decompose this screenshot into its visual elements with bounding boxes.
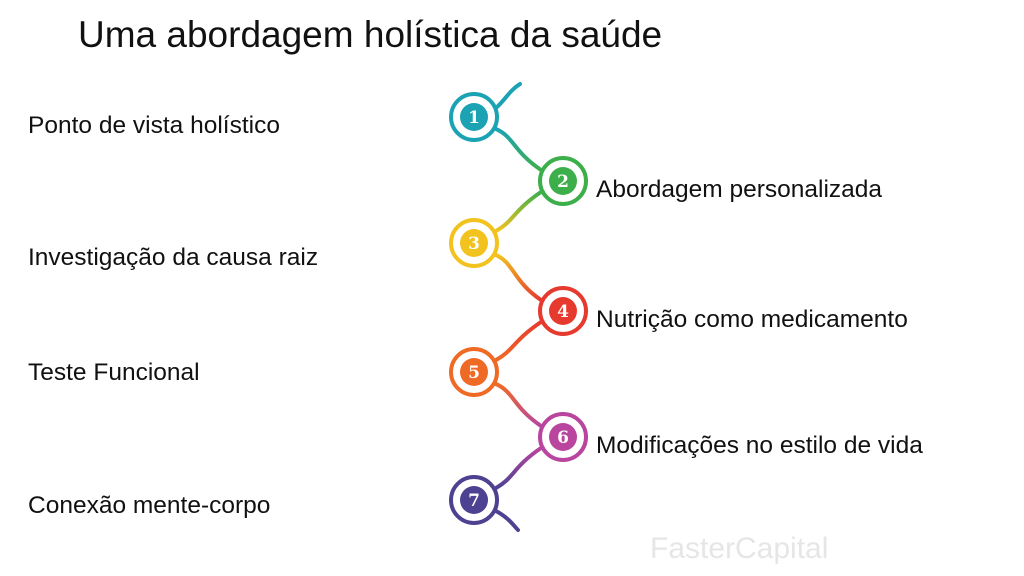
connector-line [494,253,543,302]
step-badge-4 [549,297,577,325]
connector-line [494,382,543,428]
step-number-2: 2 [557,172,569,192]
step-label-6: Modificações no estilo de vida [596,432,923,459]
connector-start [494,82,522,110]
step-number-3: 3 [468,234,480,254]
step-number-5: 5 [468,363,480,383]
step-number-7: 7 [468,491,480,511]
connector-line [494,446,543,490]
step-badge-6 [549,423,577,451]
step-label-7: Conexão mente-corpo [28,492,271,519]
page-title: Uma abordagem holística da saúde [78,14,663,55]
connector-line [494,320,543,362]
step-badge-2 [549,167,577,195]
step-number-4: 4 [557,302,569,322]
step-label-1: Ponto de vista holístico [28,112,280,139]
step-label-4: Nutrição como medicamento [596,306,908,333]
connector-end [494,509,520,532]
step-badge-3 [460,229,488,257]
step-badge-7 [460,486,488,514]
step-label-5: Teste Funcional [28,359,200,386]
step-label-2: Abordagem personalizada [596,176,883,203]
step-badge-1 [460,103,488,131]
step-number-6: 6 [557,428,569,448]
watermark: FasterCapital [650,532,829,565]
connector-line [494,190,543,233]
step-number-1: 1 [468,108,480,128]
step-badge-5 [460,358,488,386]
step-label-3: Investigação da causa raiz [28,244,319,271]
connector-line [494,127,543,172]
